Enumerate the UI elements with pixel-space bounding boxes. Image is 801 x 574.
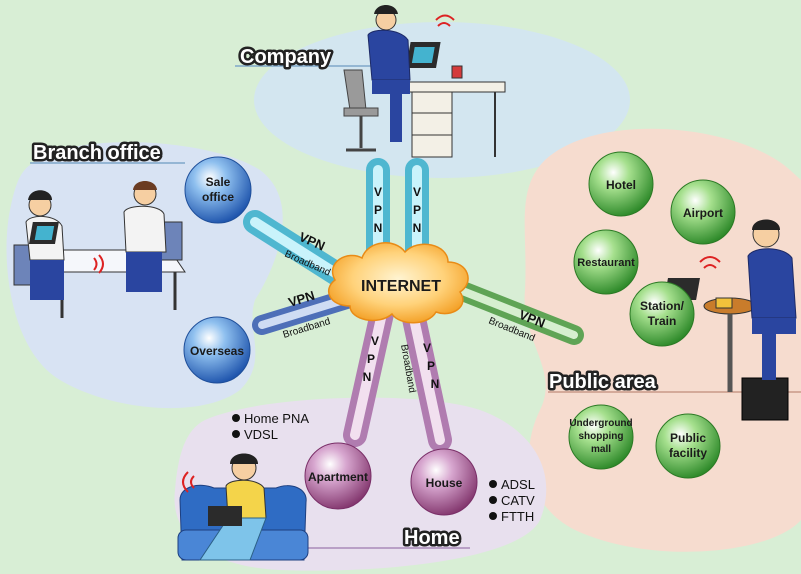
home-illustration: [177, 453, 309, 561]
node-line-3: mall: [591, 444, 611, 455]
pipe-public-area: [450, 280, 584, 345]
node-line-1: Public: [670, 431, 706, 445]
branch-office-illustration: [13, 181, 186, 318]
node-line-1: House: [426, 476, 463, 490]
public-node-public-facility[interactable]: Public facility: [655, 413, 721, 479]
bullet-dot: [489, 496, 497, 504]
vpn-letter-v: V: [374, 185, 382, 199]
company-worker-illustration: [343, 5, 506, 158]
section-title-company: Company: [240, 46, 332, 68]
internet-cloud: INTERNET: [328, 242, 469, 324]
vpn-letter-v: V: [423, 341, 431, 355]
internet-label: INTERNET: [361, 278, 441, 295]
list-item: FTTH: [501, 509, 534, 524]
public-node-airport[interactable]: Airport: [670, 179, 736, 245]
vpn-letter-n: N: [413, 221, 422, 235]
node-line-1: Apartment: [308, 470, 368, 484]
bullet-dot: [232, 430, 240, 438]
apartment-access-list: Home PNA VDSL: [232, 411, 309, 442]
vpn-letter-p: P: [413, 203, 421, 217]
section-title-branch-office: Branch office: [33, 142, 161, 164]
vpn-letter-n: N: [363, 370, 372, 384]
branch-node-overseas[interactable]: Overseas: [183, 316, 251, 384]
public-node-underground-mall[interactable]: Underground shopping mall: [568, 404, 634, 470]
bullet-dot: [489, 512, 497, 520]
public-node-hotel[interactable]: Hotel: [588, 151, 654, 217]
public-node-restaurant[interactable]: Restaurant: [573, 229, 639, 295]
node-line-2: office: [202, 190, 234, 204]
home-right-vpn-label: V P N: [423, 341, 439, 391]
home-node-apartment[interactable]: Apartment: [304, 442, 372, 510]
list-item: ADSL: [501, 477, 535, 492]
list-item: CATV: [501, 493, 535, 508]
node-line-1: Airport: [683, 206, 723, 220]
pipe-home-left: [343, 288, 397, 447]
vpn-letter-v: V: [371, 334, 379, 348]
vpn-letter-n: N: [431, 377, 440, 391]
node-line-1: Sale: [206, 175, 231, 189]
vpn-letter-p: P: [374, 203, 382, 217]
house-access-list: ADSL CATV FTTH: [489, 477, 535, 524]
section-title-home: Home: [404, 527, 460, 549]
vpn-letter-n: N: [374, 221, 383, 235]
node-line-1: Underground: [569, 418, 632, 429]
company-right-vpn-label: V P N: [413, 185, 422, 235]
node-line-2: shopping: [579, 431, 624, 442]
node-line-1: Hotel: [606, 178, 636, 192]
bullet-dot: [232, 414, 240, 422]
home-node-house[interactable]: House: [410, 448, 478, 516]
branch-node-sale-office[interactable]: Sale office: [184, 156, 252, 224]
bullet-dot: [489, 480, 497, 488]
list-item: Home PNA: [244, 411, 309, 426]
node-line-2: Train: [648, 314, 677, 328]
vpn-letter-p: P: [367, 352, 375, 366]
home-left-vpn-label: V P N: [363, 334, 379, 384]
overseas-vpn-label: VPN: [286, 288, 316, 310]
company-left-vpn-label: V P N: [374, 185, 383, 235]
vpn-letter-p: P: [427, 359, 435, 373]
node-line-1: Station/: [640, 299, 685, 313]
public-node-station-train[interactable]: Station/ Train: [629, 281, 695, 347]
node-line-2: facility: [669, 446, 707, 460]
vpn-letter-v: V: [413, 185, 421, 199]
node-line-1: Restaurant: [577, 257, 635, 269]
section-title-public-area: Public area: [549, 371, 657, 393]
node-line-1: Overseas: [190, 344, 244, 358]
list-item: VDSL: [244, 427, 278, 442]
